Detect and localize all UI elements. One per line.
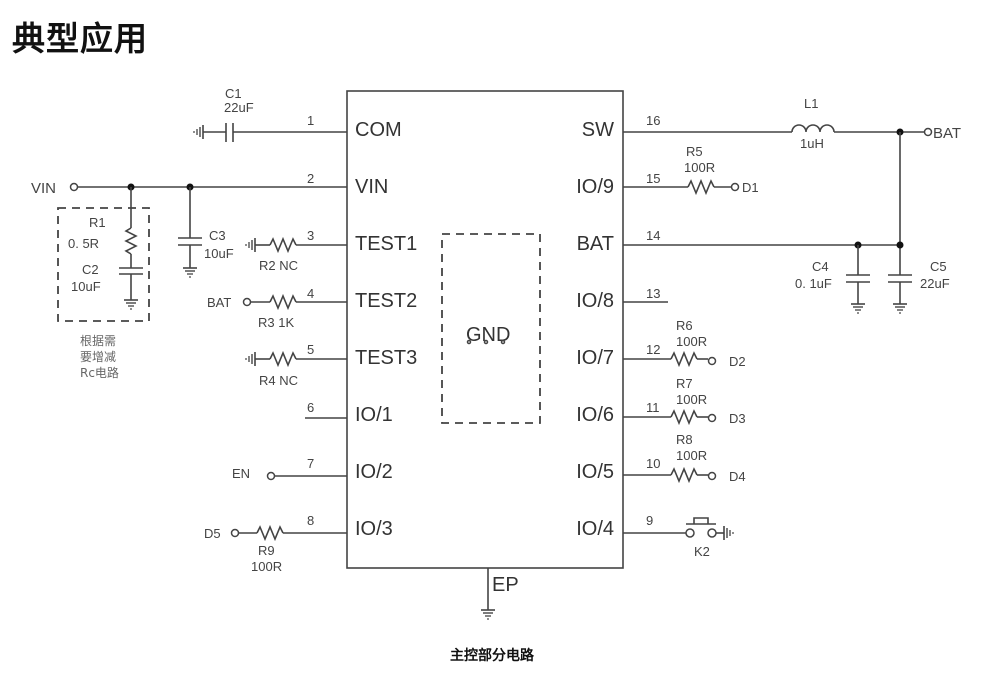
- r9-ref: R9: [258, 543, 275, 558]
- pin-num-11: 11: [646, 400, 660, 415]
- c1-branch: C1 22uF: [193, 86, 347, 142]
- pin-name-9: IO/4: [576, 518, 614, 540]
- gnd-pad-outline: [441, 233, 541, 424]
- pin-name-12: IO/7: [576, 347, 614, 369]
- pin-num-13: 13: [646, 286, 660, 301]
- r7-value: 100R: [676, 392, 707, 407]
- pin-name-2: VIN: [355, 176, 388, 198]
- r2-branch: R2 NC: [245, 236, 347, 273]
- pin-num-2: 2: [307, 171, 314, 186]
- pin-num-10: 10: [646, 456, 660, 471]
- rc-note-line3: Rc电路: [80, 365, 119, 380]
- pin-num-4: 4: [307, 286, 314, 301]
- right-pin-labels: SW IO/9 BAT IO/8 IO/7 IO/6 IO/5 IO/4: [576, 119, 614, 540]
- r6-value: 100R: [676, 334, 707, 349]
- pin-name-11: IO/6: [576, 404, 614, 426]
- pin-num-9: 9: [646, 513, 653, 528]
- pin-num-7: 7: [307, 456, 314, 471]
- c3-ref: C3: [209, 228, 226, 243]
- d3-label: D3: [729, 411, 746, 426]
- vin-label: VIN: [31, 180, 56, 197]
- pin-name-7: IO/2: [355, 461, 393, 483]
- pin-num-14: 14: [646, 228, 660, 243]
- pin-name-15: IO/9: [576, 176, 614, 198]
- c4-ref: C4: [812, 259, 829, 274]
- left-pin-labels: COM VIN TEST1 TEST2 TEST3 IO/1 IO/2 IO/3: [355, 119, 417, 540]
- pin-num-3: 3: [307, 228, 314, 243]
- pin-name-3: TEST1: [355, 233, 417, 255]
- l1-ref: L1: [804, 96, 818, 111]
- r8-ref: R8: [676, 432, 693, 447]
- r4-label: R4 NC: [259, 373, 298, 388]
- en-label: EN: [232, 466, 250, 481]
- vin-net: VIN: [31, 180, 347, 197]
- r6-ref: R6: [676, 318, 693, 333]
- c3-value: 10uF: [204, 246, 234, 261]
- c1-ref: C1: [225, 86, 242, 101]
- d2-label: D2: [729, 354, 746, 369]
- k2-switch: K2: [623, 517, 734, 559]
- c5-ref: C5: [930, 259, 947, 274]
- c2-ref: C2: [82, 262, 99, 277]
- bat-net: C4 0. 1uF C5 22uF: [623, 132, 950, 314]
- bat-input-label: BAT: [207, 295, 231, 310]
- r2-label: R2 NC: [259, 258, 298, 273]
- pin-name-8: IO/3: [355, 518, 393, 540]
- pin-name-5: TEST3: [355, 347, 417, 369]
- section-title: 典型应用: [12, 19, 148, 58]
- r4-branch: R4 NC: [245, 350, 347, 388]
- r5-branch: D1 R5 100R: [623, 144, 759, 196]
- r5-value: 100R: [684, 160, 715, 175]
- pin-name-6: IO/1: [355, 404, 393, 426]
- pin-num-1: 1: [307, 113, 314, 128]
- d4-label: D4: [729, 469, 746, 484]
- rc-note-line2: 要增减: [80, 350, 116, 364]
- l1-value: 1uH: [800, 136, 824, 151]
- ep-label: EP: [492, 574, 519, 596]
- c1-value: 22uF: [224, 100, 254, 115]
- pin-name-1: COM: [355, 119, 402, 141]
- d5-label: D5: [204, 526, 221, 541]
- l1-branch: BAT L1 1uH: [623, 96, 961, 151]
- gnd-pad-label: GND: [466, 324, 510, 346]
- r8-branch: D4 R8 100R: [623, 432, 746, 484]
- pin-num-12: 12: [646, 342, 660, 357]
- pin-name-16: SW: [582, 119, 614, 141]
- r9-value: 100R: [251, 559, 282, 574]
- r9-branch: D5 R9 100R: [204, 524, 347, 574]
- d1-label: D1: [742, 180, 759, 195]
- r1-value: 0. 5R: [68, 236, 99, 251]
- r7-branch: D3 R7 100R: [623, 376, 746, 426]
- c2-value: 10uF: [71, 279, 101, 294]
- c3-branch: C3 10uF: [178, 187, 234, 278]
- rc-note-line1: 根据需: [80, 334, 116, 348]
- ep-ground: EP: [480, 568, 519, 620]
- pin-num-6: 6: [307, 400, 314, 415]
- figure-caption: 主控部分电路: [450, 648, 534, 664]
- pin-name-13: IO/8: [576, 290, 614, 312]
- pin-name-4: TEST2: [355, 290, 417, 312]
- pin-num-15: 15: [646, 171, 660, 186]
- r5-ref: R5: [686, 144, 703, 159]
- r8-value: 100R: [676, 448, 707, 463]
- k2-ref: K2: [694, 544, 710, 559]
- pin-num-16: 16: [646, 113, 660, 128]
- r3-label: R3 1K: [258, 315, 294, 330]
- pin-num-8: 8: [307, 513, 314, 528]
- r1-ref: R1: [89, 215, 106, 230]
- c5-value: 22uF: [920, 276, 950, 291]
- bat-output-label: BAT: [933, 125, 961, 142]
- c4-value: 0. 1uF: [795, 276, 832, 291]
- pin-name-14: BAT: [577, 233, 614, 255]
- r3-branch: BAT R3 1K: [207, 293, 347, 330]
- pin-num-5: 5: [307, 342, 314, 357]
- rc-snubber: R1 0. 5R C2 10uF: [57, 187, 150, 322]
- en-branch: EN: [232, 466, 347, 481]
- r7-ref: R7: [676, 376, 693, 391]
- ic-body: [346, 90, 624, 569]
- pin-name-10: IO/5: [576, 461, 614, 483]
- r6-branch: D2 R6 100R: [623, 318, 746, 369]
